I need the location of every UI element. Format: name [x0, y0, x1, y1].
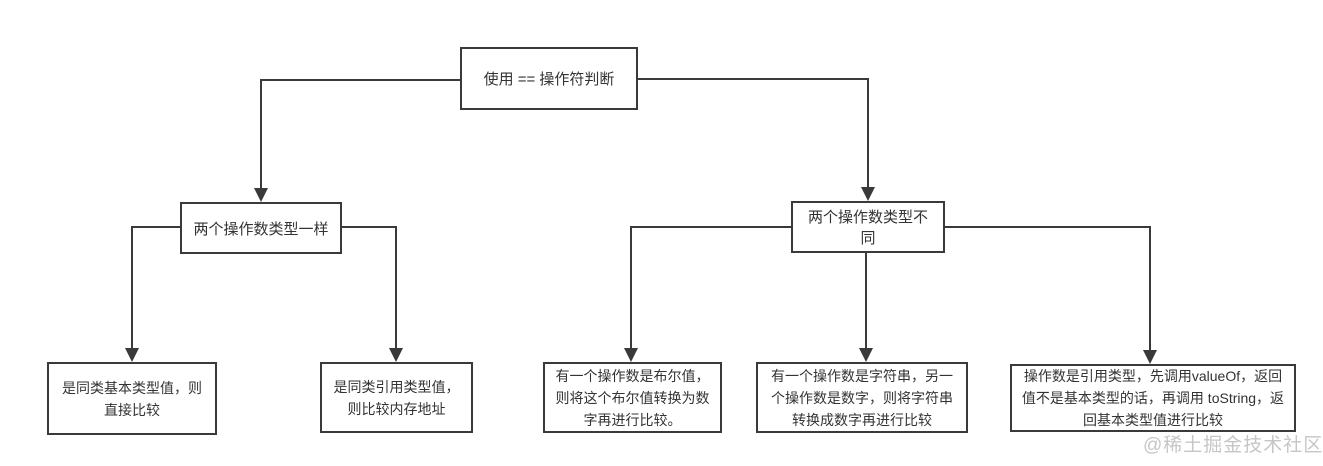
- node-same-reference-compare-memory-address: 是同类引用类型值，则比较内存地址: [320, 362, 473, 433]
- node-boolean-converted-to-number: 有一个操作数是布尔值，则将这个布尔值转换为数字再进行比较。: [543, 362, 722, 433]
- node-label: 操作数是引用类型，先调用valueOf，返回值不是基本类型的话，再调用 toSt…: [1021, 368, 1285, 428]
- node-label: 使用 == 操作符判断: [483, 71, 615, 88]
- node-string-converted-to-number: 有一个操作数是字符串，另一个操作数是数字，则将字符串转换成数字再进行比较: [756, 362, 968, 433]
- node-label: 两个操作数类型一样: [193, 220, 329, 238]
- edge-same-type-to-same-primitive: [125, 226, 180, 362]
- node-label: 有一个操作数是字符串，另一个操作数是数字，则将字符串转换成数字再进行比较: [771, 367, 953, 428]
- edge-diff-type-to-diff-boolean: [624, 226, 791, 362]
- edge-root-to-same-type: [254, 79, 460, 202]
- node-label: 是同类引用类型值，则比较内存地址: [333, 378, 460, 417]
- node-label: 有一个操作数是布尔值，则将这个布尔值转换为数字再进行比较。: [555, 367, 710, 428]
- node-operands-different-type: 两个操作数类型不同: [791, 201, 945, 253]
- node-label: 是同类基本类型值，则直接比较: [62, 379, 202, 418]
- node-root-use-equality-operator: 使用 == 操作符判断: [460, 47, 638, 110]
- node-reference-valueof-tostring: 操作数是引用类型，先调用valueOf，返回值不是基本类型的话，再调用 toSt…: [1010, 364, 1296, 432]
- juejin-watermark: @稀土掘金技术社区: [1143, 435, 1323, 456]
- node-label: 两个操作数类型不同: [807, 209, 928, 247]
- edge-root-to-diff-type: [638, 78, 875, 201]
- edge-same-type-to-same-reference: [342, 226, 403, 362]
- node-operands-same-type: 两个操作数类型一样: [180, 202, 342, 254]
- edge-diff-type-to-diff-reference: [945, 226, 1157, 364]
- node-same-primitive-compare-directly: 是同类基本类型值，则直接比较: [47, 362, 217, 435]
- edge-diff-type-to-diff-string-number: [859, 253, 873, 362]
